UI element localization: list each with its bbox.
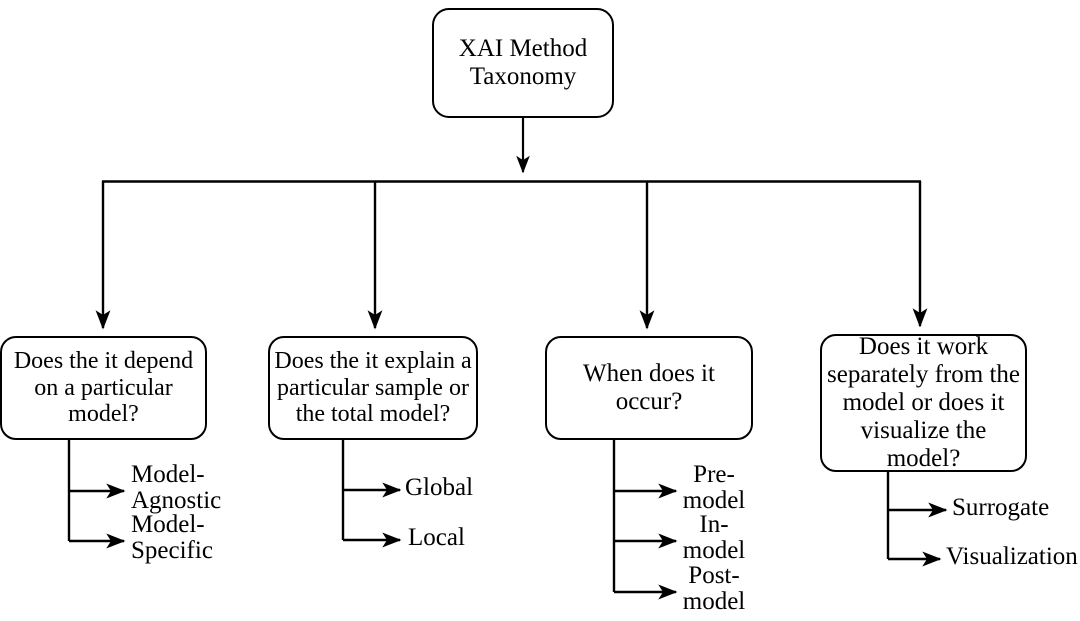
leaf-pre-model[interactable]: Pre- model	[682, 461, 746, 514]
question-node-mechanism[interactable]: Does it work separately from the model o…	[820, 333, 1027, 472]
leaf-local[interactable]: Local	[408, 524, 465, 551]
leaf-post-model[interactable]: Post- model	[682, 562, 746, 615]
question-node-scope-label: Does the it explain a particular sample …	[274, 347, 472, 428]
question-node-model-dependency[interactable]: Does the it depend on a particular model…	[0, 336, 207, 440]
question-node-scope[interactable]: Does the it explain a particular sample …	[268, 336, 478, 440]
question-node-model-dependency-label: Does the it depend on a particular model…	[13, 347, 194, 428]
leaf-visualization[interactable]: Visualization	[946, 543, 1078, 570]
question-node-stage-label: When does it occur?	[583, 360, 715, 415]
root-node[interactable]: XAI Method Taxonomy	[432, 8, 614, 118]
edges-branch-model-dependency	[67, 440, 126, 549]
leaf-global[interactable]: Global	[405, 474, 474, 501]
edges-branch-scope	[341, 440, 402, 548]
leaf-model-specific[interactable]: Model- Specific	[131, 511, 213, 564]
edges-branch-stage	[612, 440, 678, 600]
leaf-in-model[interactable]: In- model	[682, 511, 746, 564]
leaf-surrogate[interactable]: Surrogate	[952, 494, 1050, 521]
root-node-label: XAI Method Taxonomy	[458, 35, 588, 90]
edges-branch-mechanism	[886, 472, 948, 567]
leaf-model-agnostic[interactable]: Model- Agnostic	[131, 461, 222, 514]
question-node-stage[interactable]: When does it occur?	[545, 336, 753, 440]
question-node-mechanism-label: Does it work separately from the model o…	[827, 333, 1020, 472]
